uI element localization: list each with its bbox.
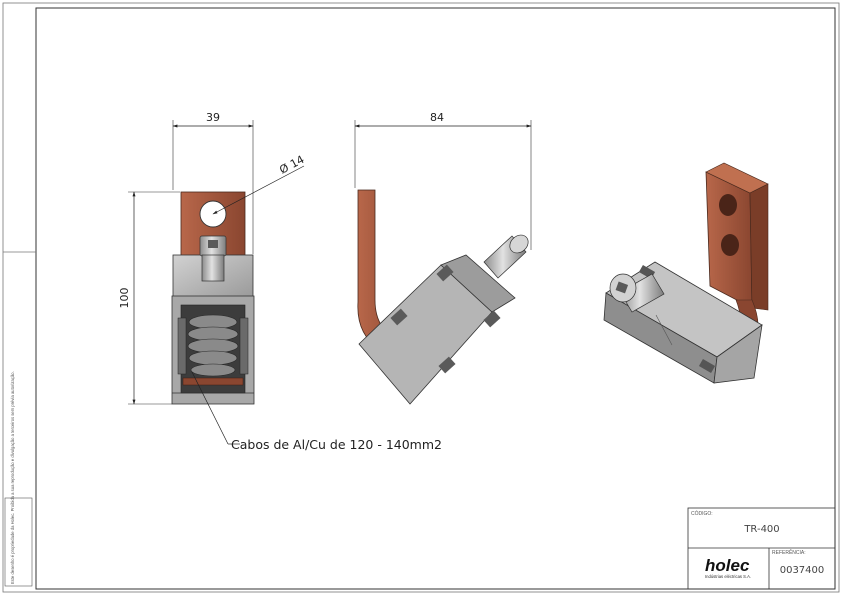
iso-body-end bbox=[713, 324, 763, 384]
holec-logo: holec bbox=[705, 556, 750, 575]
iso-view bbox=[603, 162, 769, 384]
code-value: TR-400 bbox=[743, 524, 779, 535]
iso-hex-socket bbox=[615, 281, 629, 294]
dim-hole-value: Ø 14 bbox=[277, 153, 306, 177]
front-view bbox=[171, 191, 255, 405]
dim-width: 39 bbox=[172, 111, 254, 254]
front-copper-base bbox=[182, 377, 244, 386]
front-left-clip bbox=[177, 317, 187, 375]
reference-label: REFERÊNCIA: bbox=[772, 548, 806, 556]
side-body-top bbox=[440, 254, 516, 313]
front-hex-socket bbox=[208, 240, 218, 248]
front-screw-shank bbox=[201, 254, 225, 282]
side-clip-low bbox=[438, 356, 456, 374]
side-bolt-head bbox=[509, 234, 529, 254]
front-right-clip bbox=[239, 317, 249, 375]
side-clip-top bbox=[436, 264, 454, 282]
iso-bolt-shank bbox=[619, 273, 665, 313]
title-block: CÓDIGO: TR-400 REFERÊNCIA: 0037400 holec… bbox=[687, 507, 836, 590]
side-note-box: Este desenho é propriedade da Holec. Pro… bbox=[4, 371, 33, 587]
side-clip-mid bbox=[483, 310, 501, 328]
cable-callout: Cabos de Al/Cu de 120 - 140mm2 bbox=[191, 371, 442, 452]
dim-depth-value: 84 bbox=[430, 111, 444, 124]
side-view bbox=[357, 189, 529, 405]
iso-hole-top bbox=[719, 194, 737, 216]
dim-height: 100 bbox=[118, 191, 180, 405]
reference-value: 0037400 bbox=[780, 565, 825, 576]
side-note-text: Este desenho é propriedade da Holec. Pro… bbox=[10, 371, 15, 584]
dim-depth: 84 bbox=[354, 111, 532, 250]
code-label: CÓDIGO: bbox=[691, 510, 713, 517]
cable-callout-text: Cabos de Al/Cu de 120 - 140mm2 bbox=[231, 437, 442, 452]
dim-width-value: 39 bbox=[206, 111, 220, 124]
iso-copper-tab-side bbox=[749, 183, 769, 311]
holec-logo-subtitle: Indústrias eléctricas S.A. bbox=[705, 574, 751, 579]
iso-clip-right bbox=[698, 359, 716, 373]
iso-hole-bottom bbox=[721, 234, 739, 256]
side-clip-bottom bbox=[390, 308, 408, 326]
dim-height-value: 100 bbox=[118, 288, 131, 309]
front-thread-coils bbox=[187, 314, 239, 377]
